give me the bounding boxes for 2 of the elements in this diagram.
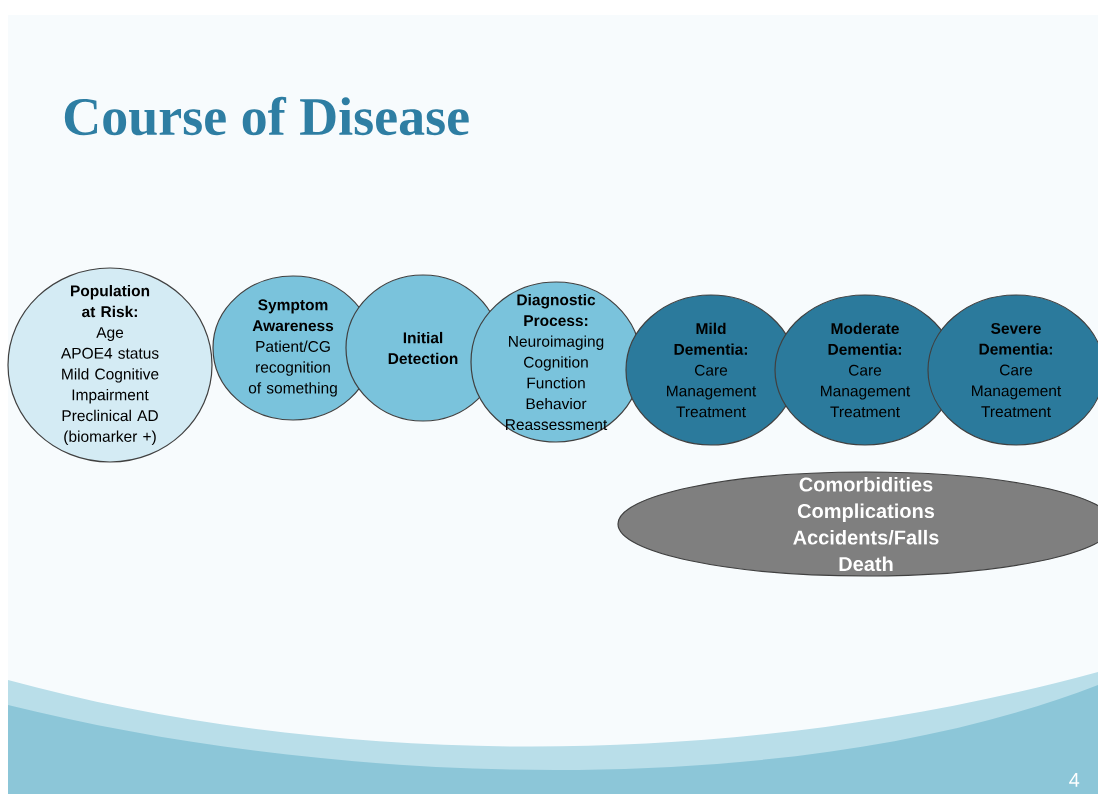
page-number: 4: [1069, 773, 1080, 787]
slide-title: Course of Disease: [64, 96, 469, 136]
